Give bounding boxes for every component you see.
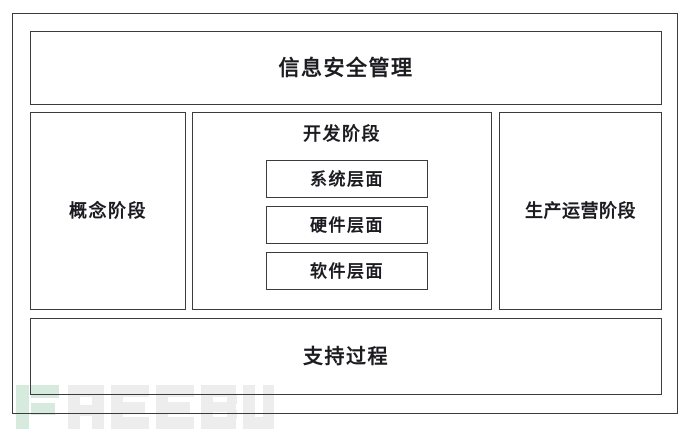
block-support-process: 支持过程 bbox=[30, 318, 662, 395]
block-production-operation-phase: 生产运营阶段 bbox=[499, 112, 662, 310]
block-development-phase: 开发阶段 系统层面 硬件层面 软件层面 bbox=[192, 112, 492, 310]
block-label-system-layer: 系统层面 bbox=[310, 169, 384, 189]
block-label-production-operation-phase: 生产运营阶段 bbox=[525, 201, 636, 221]
block-label-support-process: 支持过程 bbox=[303, 345, 389, 368]
outer-frame bbox=[12, 13, 678, 414]
block-label-software-layer: 软件层面 bbox=[310, 261, 384, 281]
block-information-security-management: 信息安全管理 bbox=[30, 31, 662, 105]
block-label-concept-phase: 概念阶段 bbox=[69, 201, 147, 221]
block-concept-phase: 概念阶段 bbox=[30, 112, 186, 310]
block-label-information-security-management: 信息安全管理 bbox=[278, 56, 414, 80]
block-system-layer: 系统层面 bbox=[266, 160, 428, 198]
block-label-development-phase: 开发阶段 bbox=[303, 124, 381, 144]
block-software-layer: 软件层面 bbox=[266, 252, 428, 290]
block-label-hardware-layer: 硬件层面 bbox=[310, 215, 384, 235]
block-hardware-layer: 硬件层面 bbox=[266, 206, 428, 244]
